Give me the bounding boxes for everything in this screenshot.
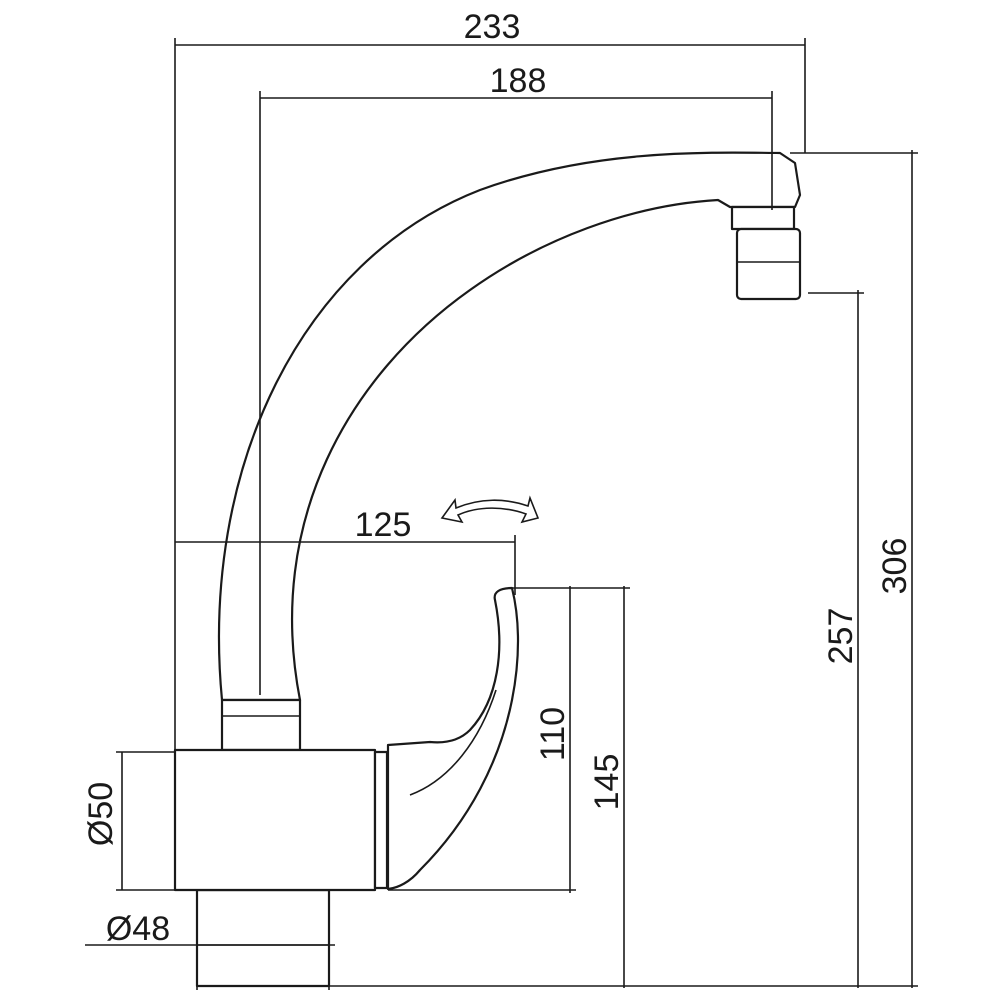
- handle-mount: [373, 750, 389, 890]
- curved-spout: [217, 151, 802, 702]
- dim-base-diameter: Ø48: [106, 910, 170, 948]
- main-body: [173, 748, 377, 892]
- lever-handle-contour: [409, 689, 497, 796]
- faucet-body-group: [173, 151, 802, 988]
- dim-spout-reach: 188: [490, 62, 547, 100]
- dim-outlet-height: 257: [822, 608, 860, 665]
- dimension-labels: 233 188 125 306 257 145 110 Ø50 Ø48: [82, 8, 914, 948]
- base-tailpiece: [195, 888, 331, 988]
- spout-collar: [220, 698, 302, 752]
- dimension-lines: [85, 38, 918, 990]
- aerator-body: [735, 227, 802, 301]
- lever-handle: [386, 586, 520, 891]
- aerator-neck: [730, 205, 796, 231]
- dim-body-height: 110: [534, 707, 572, 761]
- dim-body-diameter: Ø50: [82, 782, 120, 846]
- dim-total-height: 306: [876, 538, 914, 595]
- dim-handle-height: 145: [588, 754, 626, 811]
- aerator: [730, 205, 802, 301]
- dim-overall-width: 233: [464, 8, 521, 46]
- dim-handle-reach: 125: [355, 506, 412, 544]
- rotation-arrow-icon: [440, 495, 540, 524]
